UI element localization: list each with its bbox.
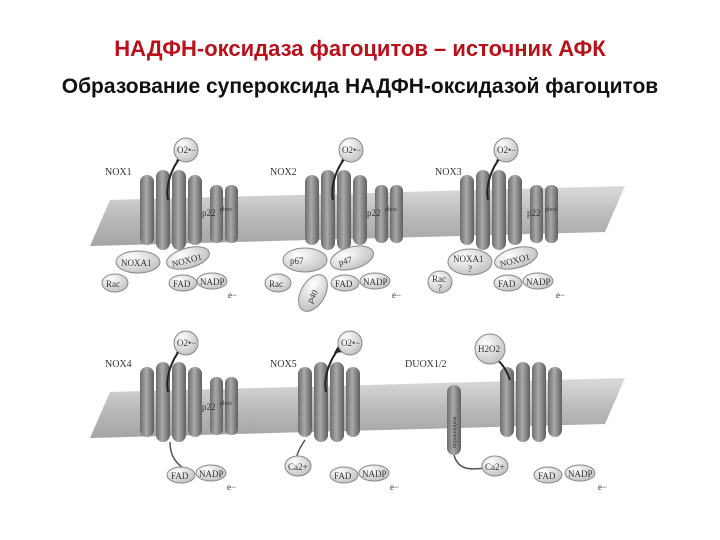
nox5-fad: FAD <box>334 471 352 481</box>
nox4-nadp: NADP <box>199 469 224 479</box>
duox-nadp: NADP <box>568 469 593 479</box>
panel-label-nox5: NOX5 <box>270 359 297 370</box>
nox4-p22-label: p22 <box>202 402 216 412</box>
nox3-product: O2•− <box>497 145 516 155</box>
nox1-product: O2•− <box>177 145 196 155</box>
nox3-noxa1: NOXA1 <box>453 254 484 264</box>
nox1-fad: FAD <box>173 279 191 289</box>
nox1-electron: e− <box>228 290 237 300</box>
nox4-p22-phox: phox <box>220 401 232 407</box>
panel-label-nox3: NOX3 <box>435 167 462 178</box>
nox3-electron: e− <box>556 290 565 300</box>
nox2-fad: FAD <box>335 279 353 289</box>
nox3-noxa1-question: ? <box>468 264 472 274</box>
nox2-electron: e− <box>392 290 401 300</box>
nox3-nadp: NADP <box>526 277 551 287</box>
panel-label-nox2: NOX2 <box>270 167 297 178</box>
nox2-p22-phox: phox <box>385 207 397 213</box>
nox2-rac: Rac <box>269 279 283 289</box>
nox4-electron: e− <box>227 482 236 492</box>
duox-peroxidase: пероксидаза <box>452 416 458 448</box>
nox5-calcium: Ca2+ <box>288 462 308 472</box>
nox5-nadp: NADP <box>362 469 387 479</box>
nox2-product: O2•− <box>342 145 361 155</box>
duox-fad: FAD <box>538 471 556 481</box>
nox5-product: O2•− <box>341 338 360 348</box>
nox5-electron: e− <box>390 482 399 492</box>
nox3-p22-label: p22 <box>527 208 541 218</box>
nox1-rac: Rac <box>106 279 120 289</box>
duox-calcium: Ca2+ <box>485 462 505 472</box>
nox3-fad: FAD <box>498 279 516 289</box>
nox2-p22-label: p22 <box>367 208 381 218</box>
nox3-rac-question: ? <box>438 283 442 293</box>
nox1-p22-label: p22 <box>202 208 216 218</box>
nox1-noxa1: NOXA1 <box>121 258 152 268</box>
nox1-nadp: NADP <box>200 277 225 287</box>
nox2-p47-ellipse <box>328 242 376 275</box>
panel-label-nox4: NOX4 <box>105 359 132 370</box>
duox-electron: e− <box>598 482 607 492</box>
duox-product: H2O2 <box>478 344 500 354</box>
nox4-product: O2•− <box>177 338 196 348</box>
nox3-p22-phox: phox <box>545 207 557 213</box>
nox1-p22-phox: phox <box>220 207 232 213</box>
panel-label-nox1: NOX1 <box>105 167 132 178</box>
nox2-nadp: NADP <box>363 277 388 287</box>
nox4-fad: FAD <box>171 471 189 481</box>
panel-label-duox: DUOX1/2 <box>405 359 447 370</box>
nox2-p67: p67 <box>290 256 304 266</box>
